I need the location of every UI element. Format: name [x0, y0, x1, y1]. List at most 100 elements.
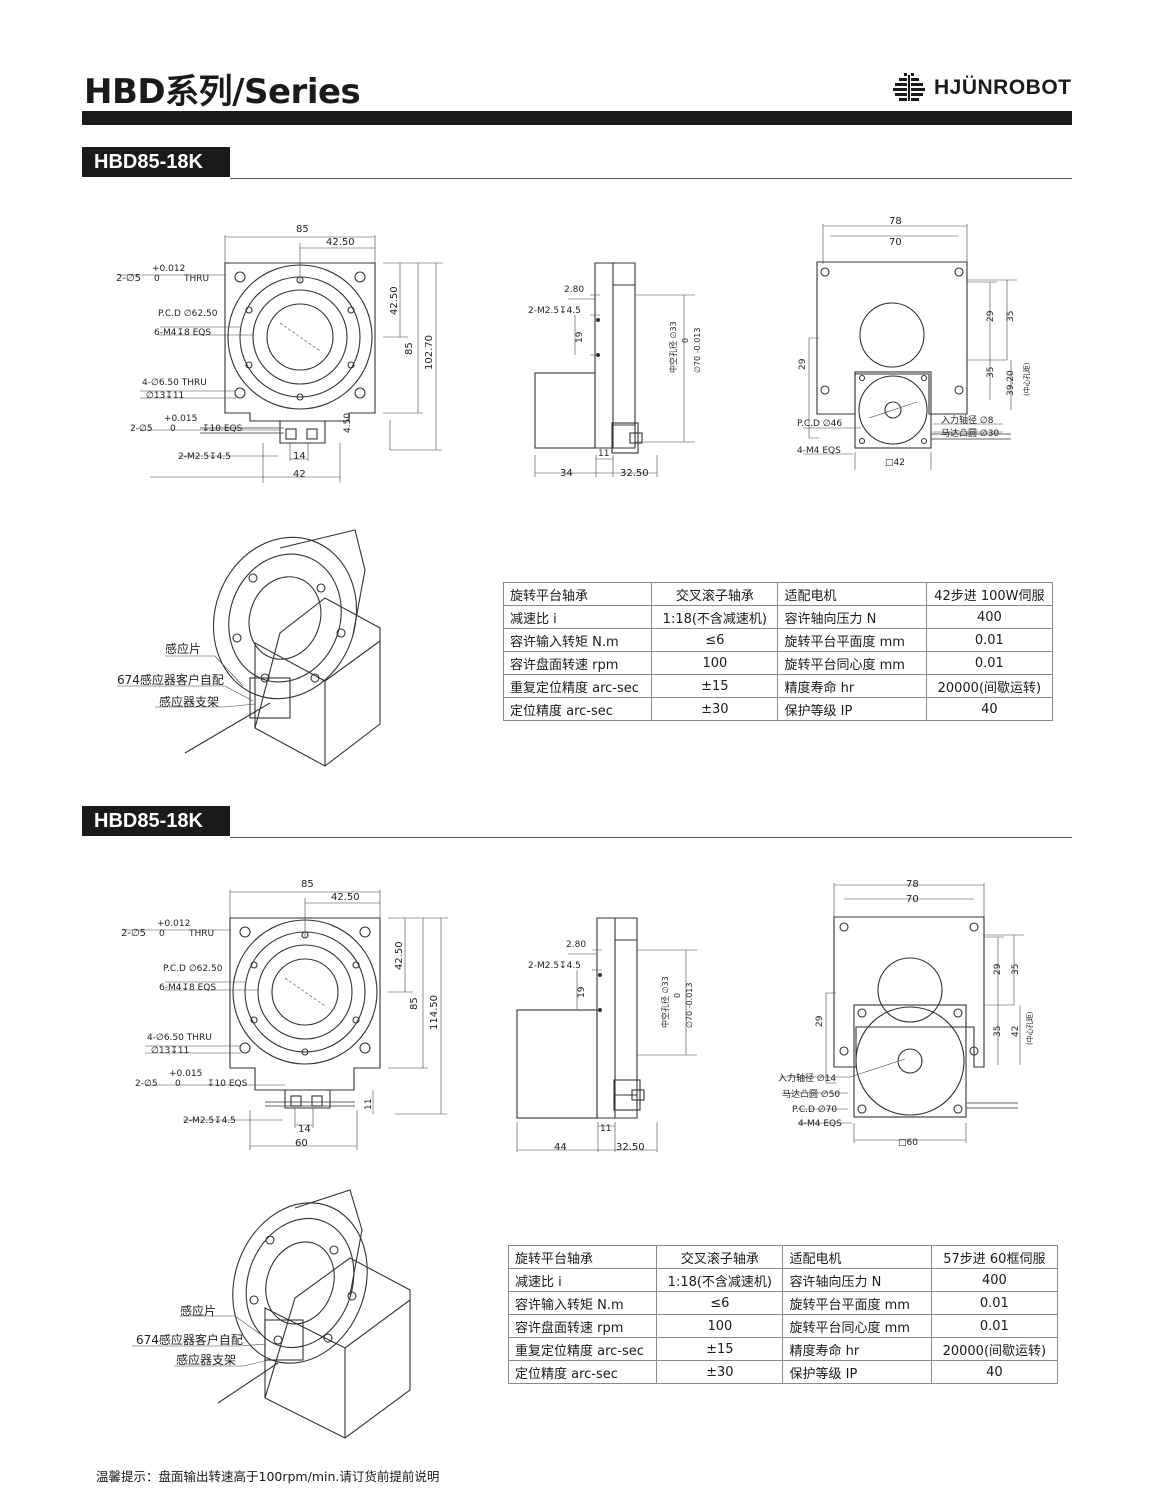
- spec-value: 0.01: [930, 1314, 1059, 1338]
- back-m4: 4-M4 EQS: [798, 1119, 842, 1129]
- spec-key: 精度寿命 hr: [782, 1337, 932, 1361]
- front-h2-tol-top: +0.015: [164, 414, 197, 424]
- front-cb1: 4-∅6.50 THRU: [142, 378, 207, 388]
- spec-value: 1:18(不含减速机): [651, 605, 779, 629]
- front-w-total: 85: [296, 224, 309, 235]
- side-d19: 19: [577, 986, 587, 998]
- front-cb1: 4-∅6.50 THRU: [147, 1033, 212, 1043]
- back-w70: 70: [906, 894, 919, 905]
- spec-value: 40: [925, 697, 1054, 721]
- spec-key: 适配电机: [777, 582, 927, 606]
- spec-key: 旋转平台轴承: [507, 1245, 658, 1269]
- back-boss: 马达凸圆 ∅30: [941, 427, 999, 439]
- front-w-half: 42.50: [331, 892, 360, 903]
- front-w-half: 42.50: [326, 237, 355, 248]
- spec-value: ±15: [656, 1337, 784, 1361]
- iso-label-sensor: 674感应器客户自配: [117, 672, 224, 687]
- back-shaft: 入力轴径 ∅14: [778, 1072, 836, 1084]
- side-dr: 32.50: [616, 1142, 645, 1153]
- front-tol-top: +0.012: [152, 264, 185, 274]
- side-m25: 2-M2.5↧4.5: [528, 306, 581, 316]
- side-tap-2: [598, 1008, 602, 1012]
- iso-label-sensor: 674感应器客户自配: [136, 1332, 243, 1347]
- side-d11: 11: [600, 1124, 611, 1134]
- iso-label-bracket: 感应器支架: [159, 694, 219, 709]
- front-m4: 6-M4↧8 EQS: [154, 328, 211, 338]
- brand-logo-icon: [893, 72, 925, 104]
- spec-key: 旋转平台同心度 mm: [782, 1314, 932, 1338]
- spec-key: 减速比 i: [502, 605, 653, 629]
- spec-value: ±30: [656, 1360, 784, 1384]
- side-tap-2: [596, 353, 600, 357]
- front-thru: THRU: [183, 274, 209, 284]
- front-d14: 14: [298, 1124, 311, 1135]
- spec-value: 400: [925, 605, 1054, 629]
- spec-key: 容许轴向压力 N: [777, 605, 927, 629]
- side-tol-top: 0: [673, 993, 682, 998]
- spec-value: 1:18(不含减速机): [656, 1268, 784, 1292]
- section-2-iso-view: 感应片 674感应器客户自配 感应器支架: [132, 1189, 411, 1439]
- spec-key: 容许输入转矩 N.m: [507, 1291, 658, 1315]
- spec-value: 0.01: [925, 651, 1054, 675]
- side-dl: 34: [560, 468, 573, 479]
- front-m25: 2-M2.5↧4.5: [183, 1116, 236, 1126]
- front-v4250: 42.50: [394, 941, 405, 970]
- front-vtot: 102.70: [424, 335, 435, 370]
- back-v29: 29: [986, 310, 996, 322]
- spec-value: 交叉滚子轴承: [656, 1245, 784, 1269]
- brand-logo-text: HJÜNROBOT: [934, 76, 1072, 99]
- front-v85: 85: [409, 997, 420, 1010]
- front-d42: 42: [293, 469, 306, 480]
- front-pcd: P.C.D ∅62.50: [163, 964, 223, 974]
- spec-key: 适配电机: [782, 1245, 932, 1269]
- header-bar: [82, 111, 1072, 125]
- back-pcd: P.C.D ∅70: [792, 1105, 837, 1115]
- spec-value: 交叉滚子轴承: [651, 582, 779, 606]
- section-2-title: HBD85-18K: [82, 806, 230, 836]
- section-2-rule: [230, 837, 1072, 838]
- section-2-back-view: 78 70 29 35 29 35 42 (中心孔距) 入力轴径 ∅14 马达凸…: [778, 879, 1034, 1148]
- spec-value: ±30: [651, 697, 779, 721]
- back-shaft: 入力轴径 ∅8: [941, 414, 994, 426]
- section-1-back-view: 78 70 29 35 29 35 39.20 (中心孔距) P.C.D ∅46…: [797, 216, 1031, 470]
- back-m4: 4-M4 EQS: [797, 446, 841, 456]
- section-1-side-view: 2.80 2-M2.5↧4.5 19 中空孔径 ∅33 0 ∅70 -0.013…: [528, 262, 702, 479]
- front-tol-top: +0.012: [157, 919, 190, 929]
- back-w70: 70: [889, 237, 902, 248]
- side-hollow: 中空孔径 ∅33: [660, 976, 670, 1028]
- side-hollow: 中空孔径 ∅33: [668, 321, 678, 373]
- front-h2-depth: ↧10 EQS: [207, 1079, 248, 1089]
- back-vc: 39.20: [1006, 370, 1016, 396]
- spec-value: ≤6: [656, 1291, 784, 1315]
- side-dr: 32.50: [620, 468, 649, 479]
- spec-key: 减速比 i: [507, 1268, 658, 1292]
- spec-key: 保护等级 IP: [782, 1360, 932, 1384]
- spec-value: 57步进 60框伺服: [930, 1245, 1059, 1269]
- front-v11: 11: [364, 1099, 374, 1110]
- side-tap-1: [598, 973, 602, 977]
- spec-key: 旋转平台平面度 mm: [782, 1291, 932, 1315]
- front-d42: 60: [295, 1138, 308, 1149]
- section-2-front-view: 85 42.50 +0.012 2-∅5 0 THRU P.C.D ∅62.50…: [121, 879, 448, 1150]
- spec-key: 容许盘面转速 rpm: [507, 1314, 658, 1338]
- spec-key: 重复定位精度 arc-sec: [507, 1337, 658, 1361]
- front-cb2: ∅13↧11: [151, 1046, 189, 1056]
- back-v29l: 29: [815, 1015, 825, 1027]
- back-w78: 78: [889, 216, 902, 227]
- spec-key: 容许输入转矩 N.m: [502, 628, 653, 652]
- side-tol-top: 0: [681, 338, 690, 343]
- section-1-title: HBD85-18K: [82, 147, 230, 177]
- front-h2-tol-top: +0.015: [169, 1069, 202, 1079]
- back-v29: 29: [993, 963, 1003, 975]
